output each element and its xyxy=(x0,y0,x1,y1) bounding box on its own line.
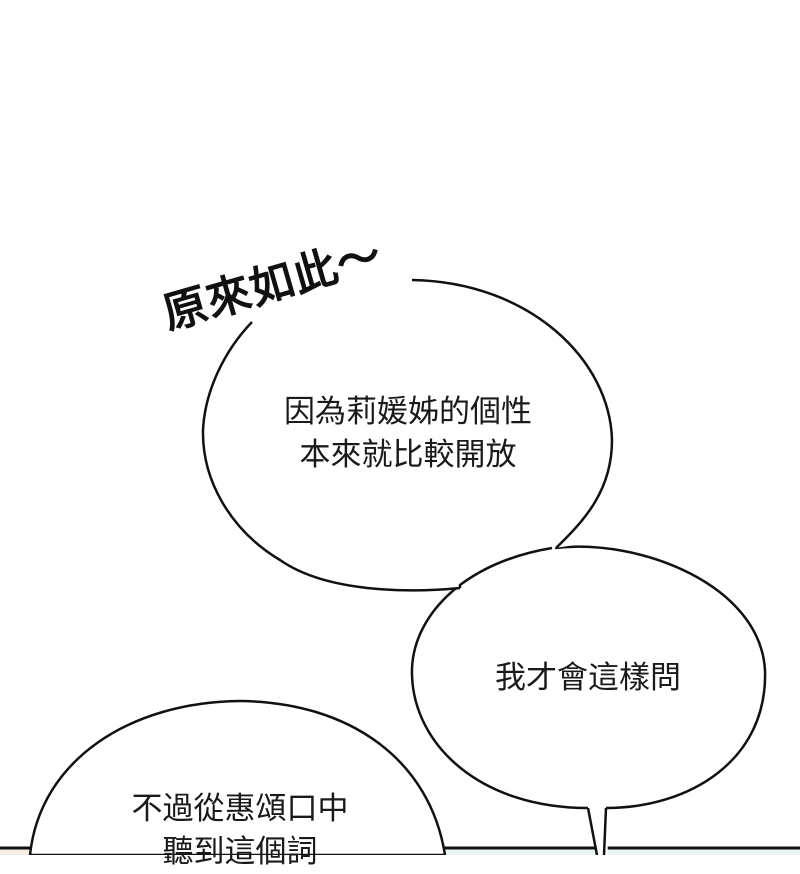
tail-line-left xyxy=(586,807,599,855)
speech-bubble-middle xyxy=(411,546,766,808)
bubble-bottom-line-2: 聽到這個詞 xyxy=(162,833,318,870)
comic-panel: 原來如此～ 因為莉媛姊的個性 本來就比較開放 我才會這樣問 不過從惠頌口中 聽到… xyxy=(0,229,800,870)
speech-bubble-top xyxy=(202,280,613,591)
bubble-middle-line-1: 我才會這樣問 xyxy=(495,660,681,696)
bubble-bottom-text: 不過從惠頌口中 聽到這個詞 xyxy=(100,788,380,874)
bubble-bottom-line-1: 不過從惠頌口中 xyxy=(131,791,349,827)
speech-bubble-bottom xyxy=(28,699,447,855)
tail-line-right xyxy=(602,807,608,855)
bubble-top-line-1: 因為莉媛姊的個性 xyxy=(284,394,532,430)
bubble-top-text: 因為莉媛姊的個性 本來就比較開放 xyxy=(258,391,558,477)
bubble-top-line-2: 本來就比較開放 xyxy=(299,436,517,473)
bubble-artwork xyxy=(0,278,800,855)
bubble-middle-text: 我才會這樣問 xyxy=(470,657,706,700)
speech-tail-middle xyxy=(588,808,608,855)
next-panel-right xyxy=(430,849,800,855)
